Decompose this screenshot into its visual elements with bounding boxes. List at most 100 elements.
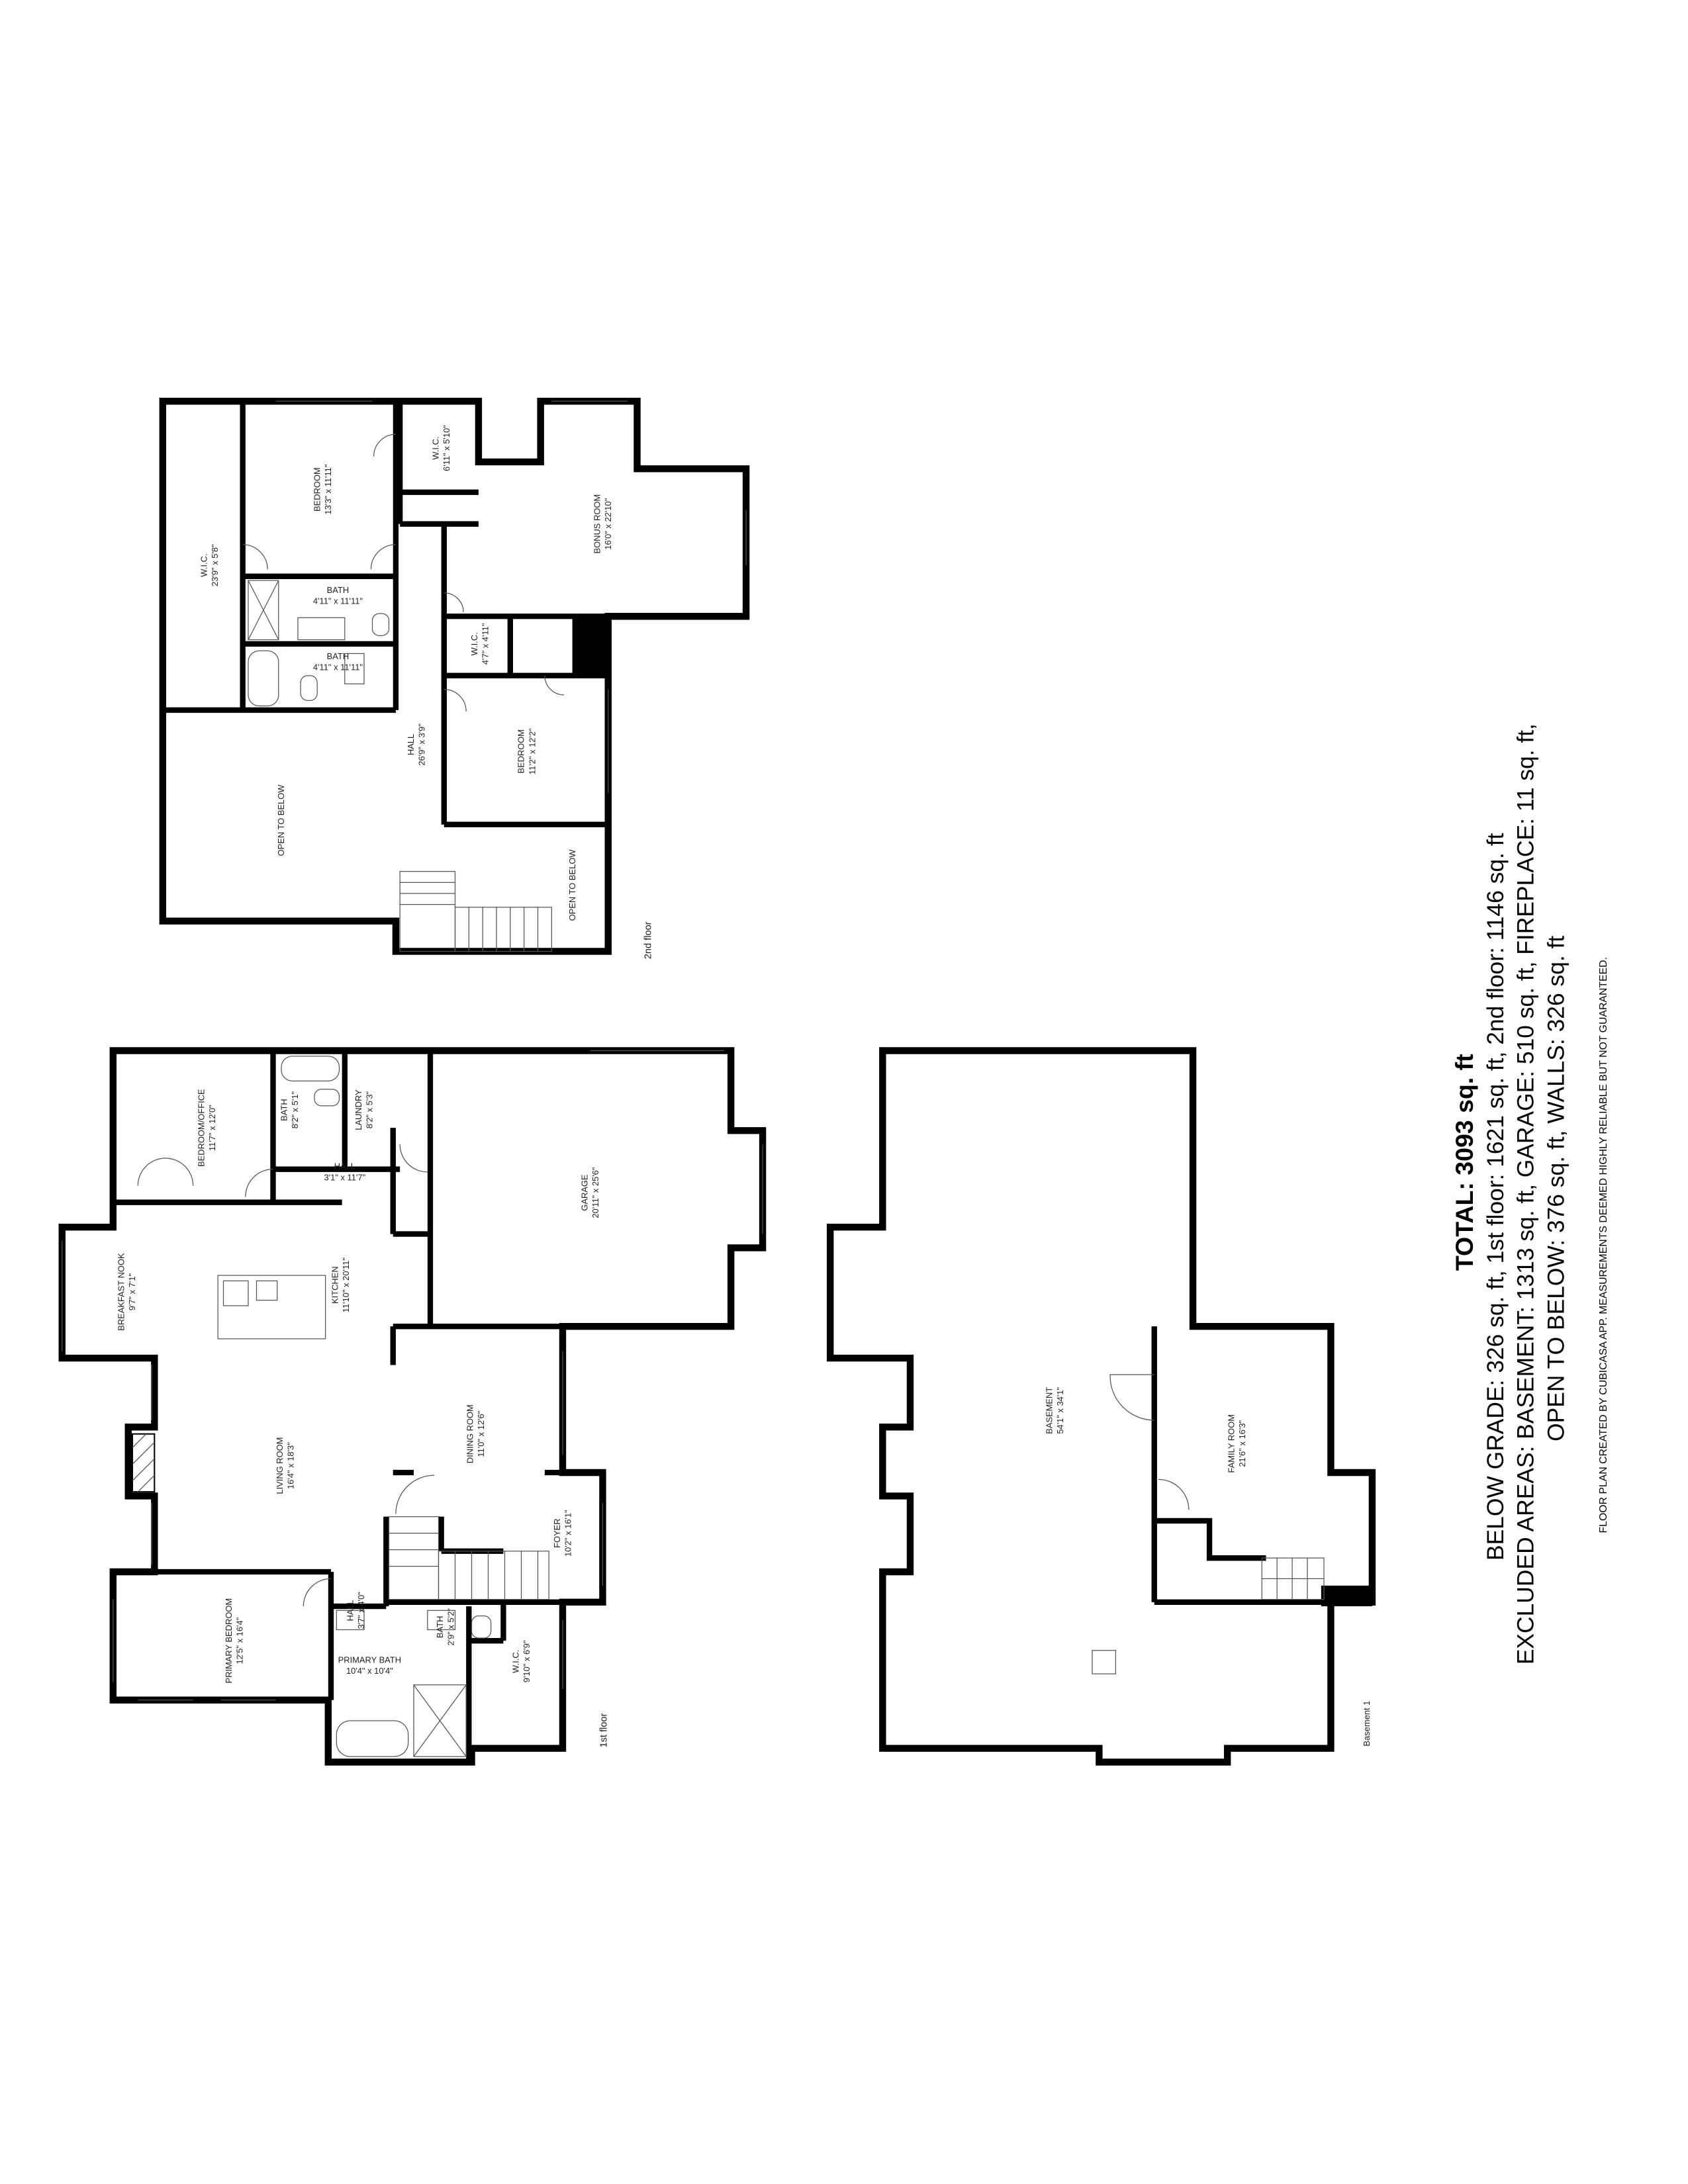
svg-text:11'2" x 12'2": 11'2" x 12'2" bbox=[527, 728, 537, 774]
total-area: TOTAL: 3093 sq. ft bbox=[1450, 1054, 1478, 1271]
svg-text:BATH: BATH bbox=[327, 651, 349, 661]
stairs-icon bbox=[1261, 1557, 1325, 1600]
svg-text:11'0" x 12'6": 11'0" x 12'6" bbox=[476, 1410, 486, 1457]
room-label-open-to-below: OPEN TO BELOW bbox=[567, 849, 577, 921]
room-label-wic: W.I.C.9'10" x 6'9" bbox=[510, 1640, 532, 1682]
floor-label-basement: Basement 1 bbox=[1362, 1701, 1372, 1747]
svg-text:2'9" x 5'2": 2'9" x 5'2" bbox=[445, 1608, 455, 1646]
stairs-icon bbox=[388, 1516, 549, 1600]
svg-text:PRIMARY BEDROOM: PRIMARY BEDROOM bbox=[224, 1598, 234, 1684]
svg-text:11'7" x 12'0": 11'7" x 12'0" bbox=[207, 1105, 217, 1151]
svg-text:PRIMARY BATH: PRIMARY BATH bbox=[338, 1655, 401, 1665]
area-summary: TOTAL: 3093 sq. ft BELOW GRADE: 326 sq. … bbox=[1450, 723, 1609, 1664]
room-label-wic: W.I.C.23'9" x 5'8" bbox=[199, 544, 220, 586]
svg-text:21'6" x 16'3": 21'6" x 16'3" bbox=[1237, 1420, 1247, 1467]
svg-text:HALL: HALL bbox=[334, 1161, 355, 1171]
svg-text:BEDROOM: BEDROOM bbox=[312, 467, 322, 512]
fireplace-hatch bbox=[132, 1433, 155, 1492]
svg-text:23'9" x 5'8": 23'9" x 5'8" bbox=[210, 544, 220, 586]
floor-label-1st: 1st floor bbox=[599, 1713, 610, 1748]
door-swing-icons bbox=[1109, 1374, 1190, 1510]
basement-interior-walls bbox=[1151, 1326, 1331, 1605]
second-floor-exterior-walls bbox=[159, 398, 750, 955]
svg-text:BEDROOM/OFFICE: BEDROOM/OFFICE bbox=[196, 1089, 206, 1167]
stairs-icon bbox=[399, 871, 552, 952]
svg-text:BREAKFAST NOOK: BREAKFAST NOOK bbox=[117, 1253, 126, 1331]
chimney-block bbox=[572, 616, 608, 676]
svg-text:BATH: BATH bbox=[435, 1616, 445, 1638]
disclaimer: FLOOR PLAN CREATED BY CUBICASA APP. MEAS… bbox=[1598, 957, 1609, 1533]
svg-text:KITCHEN: KITCHEN bbox=[330, 1266, 340, 1304]
svg-text:4'7" x 4'11": 4'7" x 4'11" bbox=[481, 623, 491, 664]
room-label-wic: W.I.C.4'7" x 4'11" bbox=[469, 623, 491, 664]
basement-fireplace-block bbox=[1321, 1585, 1372, 1607]
room-label-wic: W.I.C.6'11" x 5'10" bbox=[431, 425, 452, 471]
svg-text:BASEMENT: BASEMENT bbox=[1045, 1387, 1055, 1434]
kitchen-island-icon bbox=[217, 1275, 326, 1340]
svg-text:4'11" x 11'11": 4'11" x 11'11" bbox=[313, 662, 363, 672]
open-to-below-walls: OPEN TO BELOW: 376 sq. ft, WALLS: 326 sq… bbox=[1543, 936, 1570, 1441]
svg-text:3'1" x 11'7": 3'1" x 11'7" bbox=[324, 1172, 366, 1182]
svg-text:4'11" x 11'11": 4'11" x 11'11" bbox=[313, 596, 363, 606]
svg-text:16'0" x 22'10": 16'0" x 22'10" bbox=[603, 498, 613, 549]
svg-text:W.I.C.: W.I.C. bbox=[469, 632, 479, 655]
svg-text:10'4" x 10'4": 10'4" x 10'4" bbox=[346, 1666, 393, 1676]
svg-text:9'7" x 7'1": 9'7" x 7'1" bbox=[127, 1273, 137, 1310]
svg-text:12'5" x 16'4": 12'5" x 16'4" bbox=[235, 1617, 245, 1664]
svg-text:3'7" x 4'0": 3'7" x 4'0" bbox=[356, 1592, 366, 1629]
svg-text:W.I.C.: W.I.C. bbox=[431, 437, 441, 460]
svg-text:8'2" x 5'1": 8'2" x 5'1" bbox=[290, 1091, 300, 1128]
svg-text:HALL: HALL bbox=[406, 734, 416, 755]
svg-text:FAMILY ROOM: FAMILY ROOM bbox=[1227, 1414, 1237, 1473]
svg-text:BATH: BATH bbox=[327, 585, 349, 595]
svg-text:BATH: BATH bbox=[279, 1099, 289, 1120]
svg-text:8'2" x 5'3": 8'2" x 5'3" bbox=[365, 1091, 375, 1128]
svg-text:OPEN TO BELOW: OPEN TO BELOW bbox=[567, 849, 577, 921]
svg-text:9'10" x 6'9": 9'10" x 6'9" bbox=[522, 1640, 532, 1682]
svg-text:BONUS ROOM: BONUS ROOM bbox=[592, 494, 602, 554]
svg-text:11'10" x 20'11": 11'10" x 20'11" bbox=[341, 1257, 351, 1313]
first-floor-exterior-walls bbox=[58, 1047, 767, 1766]
door-swing-icons bbox=[137, 1144, 435, 1607]
svg-text:LAUNDRY: LAUNDRY bbox=[353, 1089, 363, 1130]
svg-text:16'4" x 18'3": 16'4" x 18'3" bbox=[286, 1442, 296, 1489]
svg-text:FOYER: FOYER bbox=[552, 1518, 562, 1547]
svg-text:DINING ROOM: DINING ROOM bbox=[465, 1404, 475, 1463]
svg-text:10'2" x 16'1": 10'2" x 16'1" bbox=[563, 1510, 573, 1557]
svg-text:HALL: HALL bbox=[345, 1600, 355, 1621]
bath-fixtures-icon bbox=[248, 580, 390, 707]
bath-fixtures-icon bbox=[281, 1056, 492, 1757]
area-breakdown: BELOW GRADE: 326 sq. ft, 1st floor: 1621… bbox=[1482, 833, 1509, 1561]
svg-text:13'3" x 11'11": 13'3" x 11'11" bbox=[323, 464, 333, 514]
excluded-areas: EXCLUDED AREAS: BASEMENT: 1313 sq. ft, G… bbox=[1513, 723, 1539, 1664]
door-swing-icons bbox=[242, 433, 565, 712]
svg-text:W.I.C.: W.I.C. bbox=[199, 554, 209, 577]
window-icons bbox=[275, 400, 747, 793]
svg-text:20'11" x 25'6": 20'11" x 25'6" bbox=[590, 1167, 600, 1218]
fireplace-icon bbox=[131, 1433, 156, 1493]
